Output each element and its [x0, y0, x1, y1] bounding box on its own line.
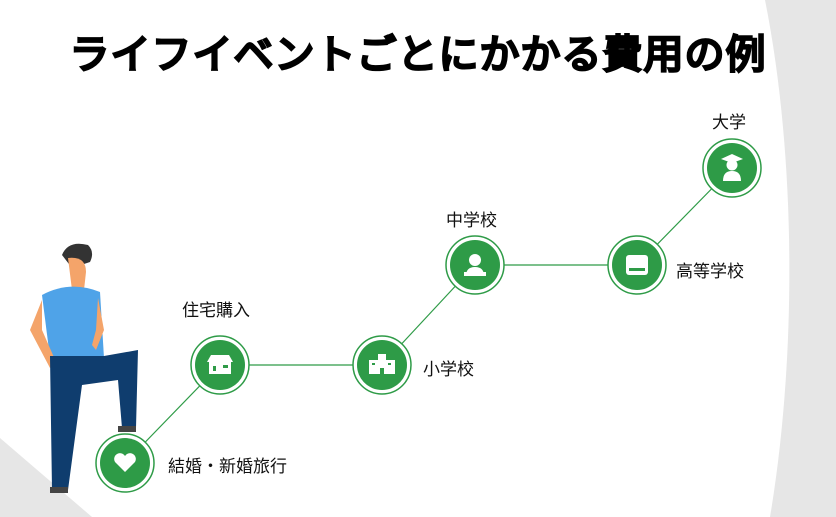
- school-building-icon: [369, 354, 395, 374]
- label-marriage: 結婚・新婚旅行: [168, 457, 287, 477]
- node-university: [702, 138, 762, 198]
- student-icon: [464, 254, 486, 276]
- label-house: 住宅購入: [182, 301, 250, 321]
- node-house: [190, 335, 250, 395]
- node-marriage: [95, 433, 155, 493]
- label-elementary: 小学校: [423, 360, 474, 380]
- node-junior-high: [445, 235, 505, 295]
- label-junior-high: 中学校: [446, 211, 497, 231]
- node-elementary: [352, 335, 412, 395]
- book-icon: [626, 255, 648, 275]
- house-icon: [207, 355, 233, 374]
- graduate-icon: [721, 154, 743, 181]
- heart-icon: [114, 453, 136, 472]
- label-university: 大学: [712, 113, 746, 133]
- person-illustration: [30, 243, 138, 493]
- node-high-school: [607, 235, 667, 295]
- label-high-school: 高等学校: [676, 262, 744, 282]
- page-title: ライフイベントごとにかかる費用の例: [69, 31, 767, 79]
